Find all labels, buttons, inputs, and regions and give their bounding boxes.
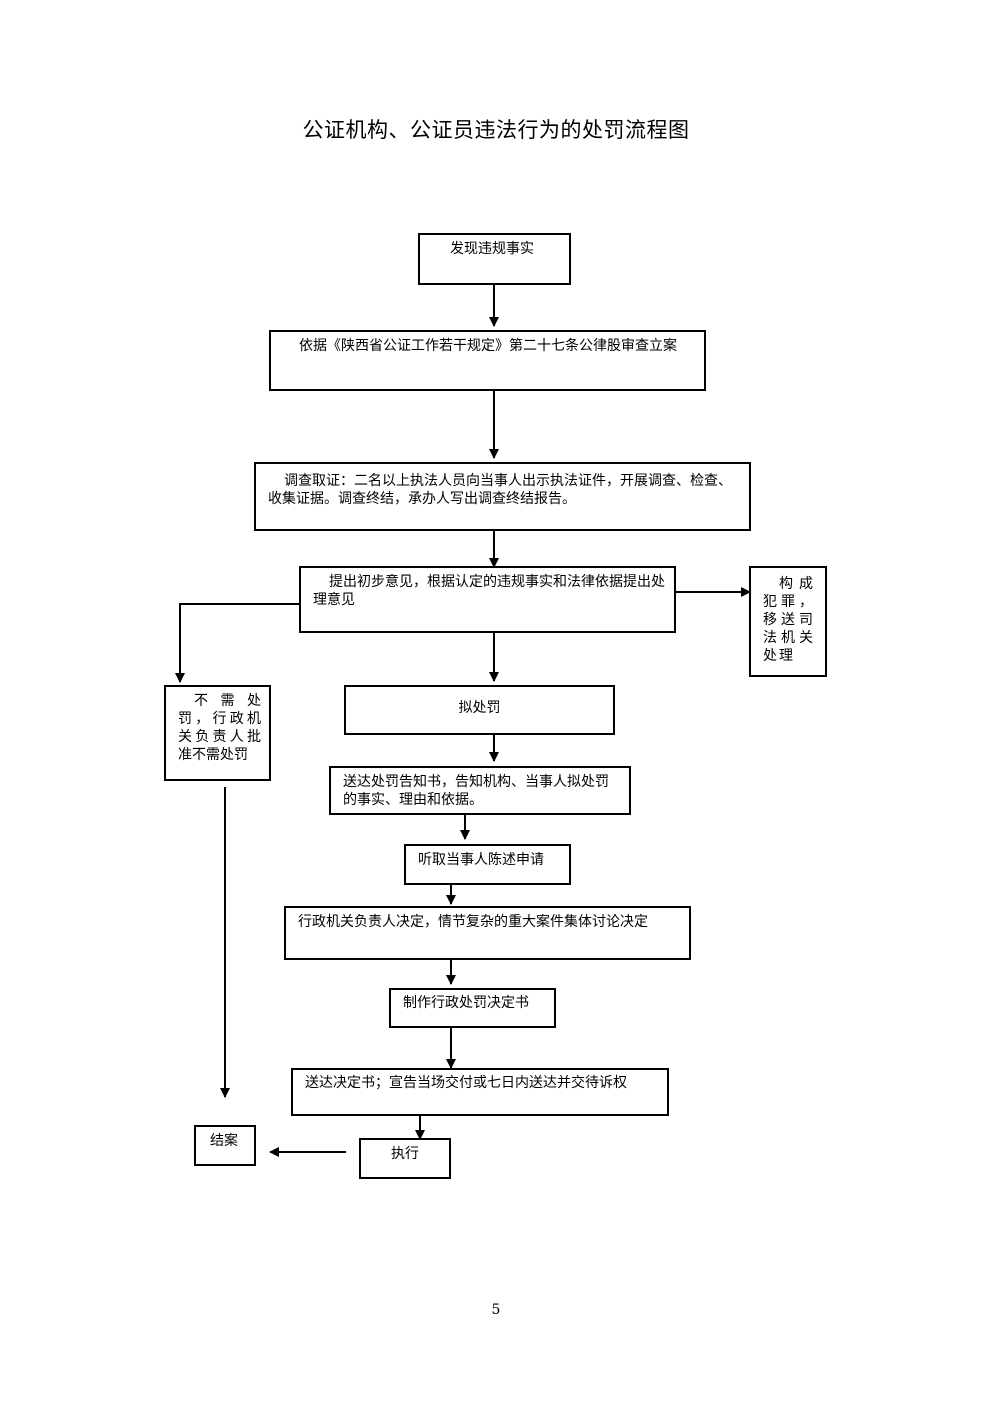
step-propose: 拟处罚 (344, 685, 615, 735)
step-crime: 构成犯罪，移送司法机关处理 (749, 566, 827, 677)
step-decide: 行政机关负责人决定，情节复杂的重大案件集体讨论决定 (284, 906, 691, 960)
step-investigate: 调查取证：二名以上执法人员向当事人出示执法证件，开展调查、检查、收集证据。调查终… (254, 462, 751, 531)
page-number: 5 (491, 1302, 501, 1318)
step-make-decision: 制作行政处罚决定书 (389, 988, 556, 1028)
step-hearing: 听取当事人陈述申请 (404, 844, 571, 885)
step-discover: 发现违规事实 (418, 233, 571, 285)
step-close: 结案 (194, 1125, 256, 1166)
step-notice: 送达处罚告知书，告知机构、当事人拟处罚的事实、理由和依据。 (329, 766, 631, 815)
step-execute: 执行 (359, 1138, 451, 1179)
arrow-opinion-to-no-penalty (175, 603, 300, 683)
step-deliver: 送达决定书；宣告当场交付或七日内送达并交待诉权 (291, 1068, 669, 1116)
step-no-penalty: 不需处罚，行政机关负责人批准不需处罚 (164, 685, 271, 781)
page-title: 公证机构、公证员违法行为的处罚流程图 (302, 118, 690, 142)
step-opinion: 提出初步意见，根据认定的违规事实和法律依据提出处理意见 (299, 566, 676, 633)
step-file-case: 依据《陕西省公证工作若干规定》第二十七条公律股审查立案 (269, 330, 706, 391)
